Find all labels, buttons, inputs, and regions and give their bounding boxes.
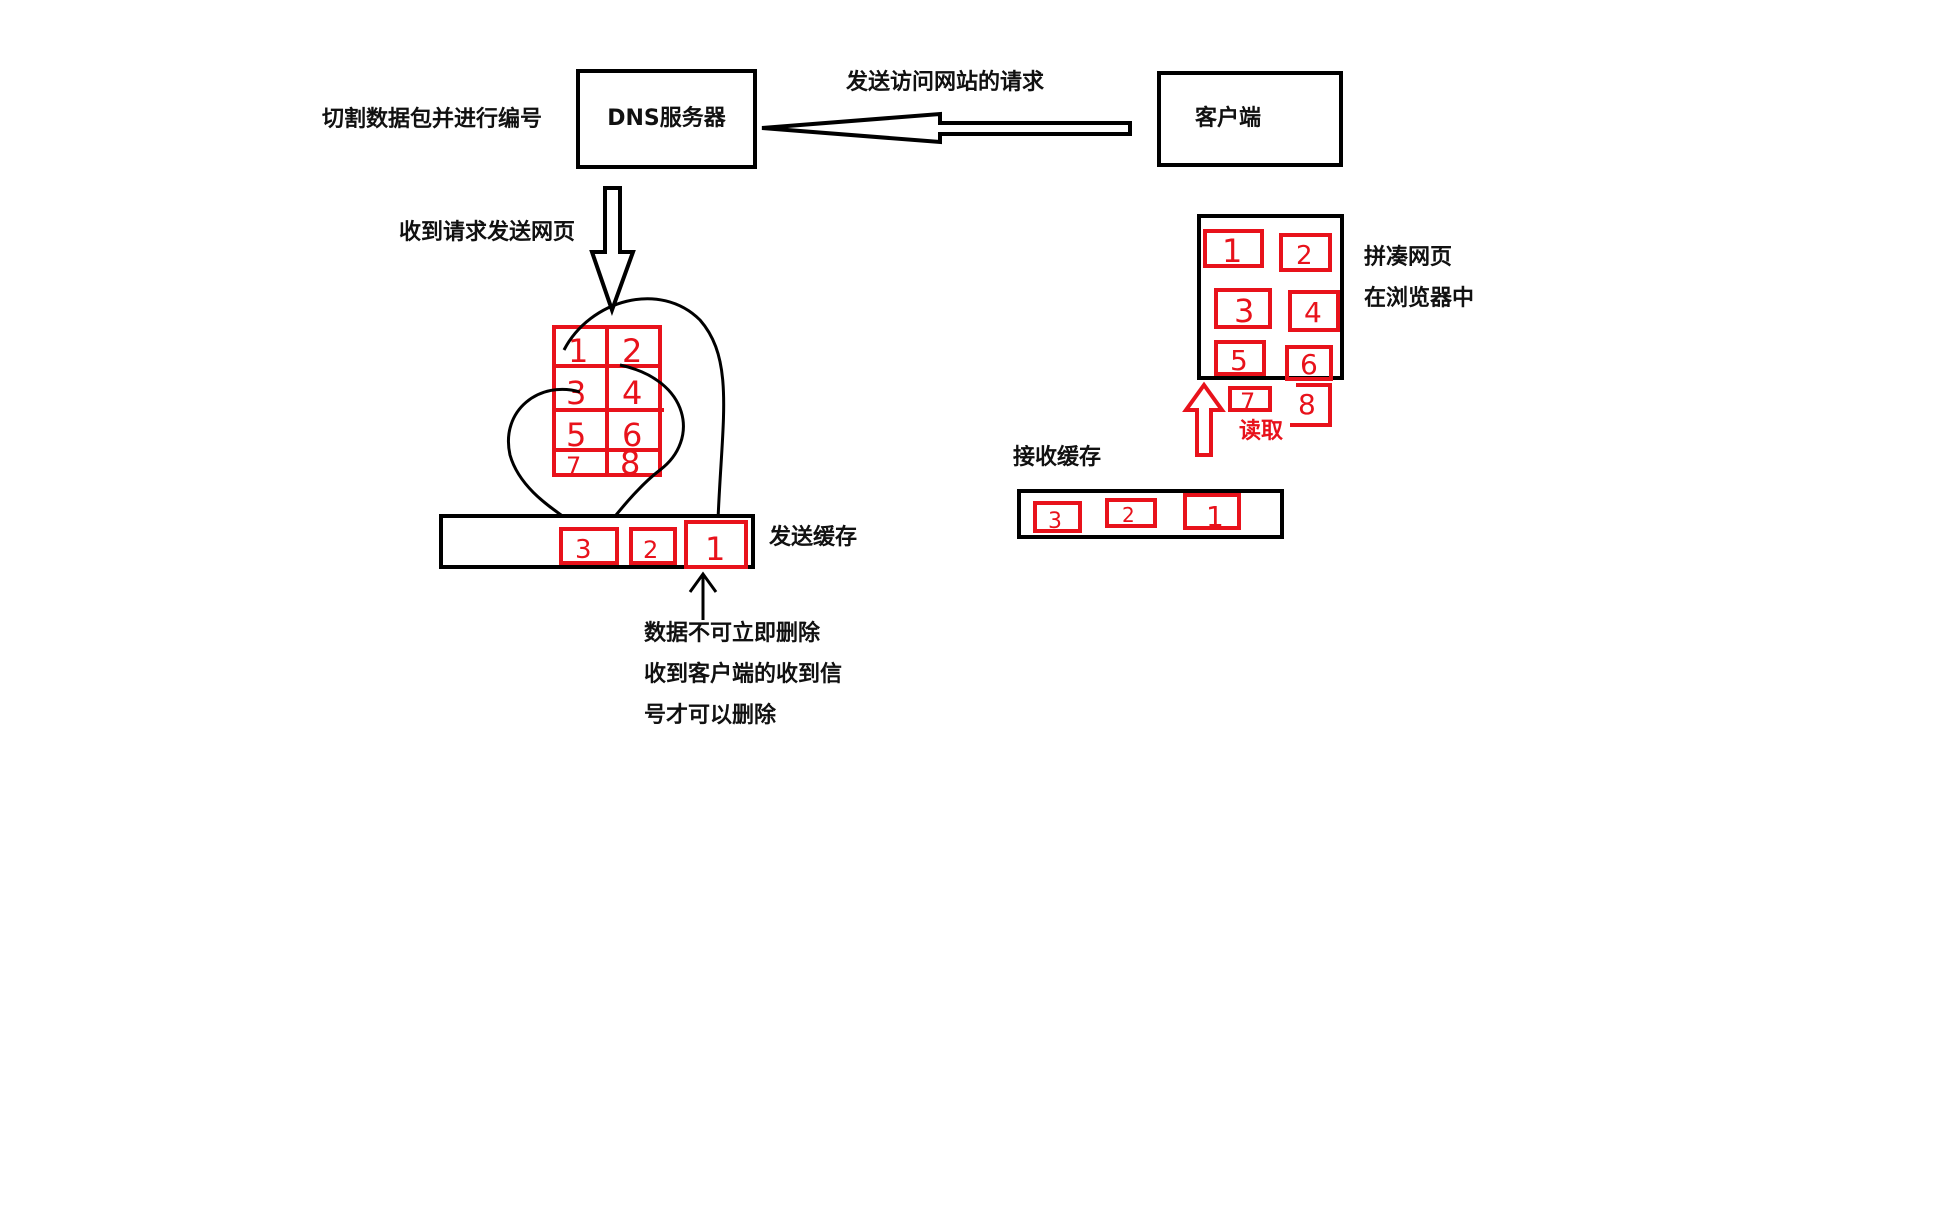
server-grid-cell-4: 4 xyxy=(622,374,642,412)
client-box: 客户端 xyxy=(1157,71,1343,167)
dns-server-box: DNS服务器 xyxy=(576,69,757,169)
send-buffer-label: 发送缓存 xyxy=(769,525,858,550)
request-arrow xyxy=(761,111,1132,145)
server-grid-cell-1: 1 xyxy=(568,332,588,370)
receive-buffer-packet-2: 2 xyxy=(1122,503,1135,527)
client-grid-cell-5: 5 xyxy=(1230,344,1248,377)
split-packets-label: 切割数据包并进行编号 xyxy=(322,107,543,132)
down-arrow xyxy=(589,186,636,317)
receive-buffer-packet-3: 3 xyxy=(1048,509,1062,534)
dns-server-label: DNS服务器 xyxy=(607,106,726,131)
client-label: 客户端 xyxy=(1195,106,1262,131)
packet-flow-curves xyxy=(507,297,726,527)
send-buffer-pointer xyxy=(688,571,718,620)
receive-buffer-packet-1: 1 xyxy=(1206,500,1224,533)
client-grid xyxy=(1197,214,1344,427)
server-grid-cell-3: 3 xyxy=(566,374,586,412)
send-buffer-packet-1: 1 xyxy=(705,530,725,568)
server-grid-cell-7: 7 xyxy=(566,452,581,480)
send-buffer-bar xyxy=(439,514,755,569)
client-grid-cell-4: 4 xyxy=(1304,296,1322,329)
assemble-note-line1: 拼凑网页 xyxy=(1364,245,1453,270)
receive-and-send-label: 收到请求发送网页 xyxy=(399,220,576,245)
read-arrow xyxy=(1182,381,1226,457)
no-delete-note-line2: 收到客户端的收到信 xyxy=(644,662,843,687)
server-grid xyxy=(552,325,664,477)
client-grid-cell-1: 1 xyxy=(1222,232,1242,270)
receive-buffer-bar xyxy=(1017,489,1284,539)
server-grid-cell-5: 5 xyxy=(566,416,586,454)
no-delete-note-line3: 号才可以删除 xyxy=(644,703,777,728)
client-grid-cell-3: 3 xyxy=(1234,292,1254,330)
client-grid-cell-2: 2 xyxy=(1296,241,1313,271)
client-grid-cell-6: 6 xyxy=(1300,348,1318,381)
send-buffer-packet-3: 3 xyxy=(575,535,592,565)
send-buffer-packet-2: 2 xyxy=(643,536,658,564)
client-grid-cell-7: 7 xyxy=(1240,388,1255,416)
server-grid-cell-6: 6 xyxy=(622,416,642,454)
client-grid-cell-8: 8 xyxy=(1298,388,1316,421)
send-request-label: 发送访问网站的请求 xyxy=(846,70,1045,95)
server-grid-cell-2: 2 xyxy=(622,332,642,370)
assemble-note-line2: 在浏览器中 xyxy=(1364,286,1475,311)
read-label: 读取 xyxy=(1239,419,1284,444)
server-grid-cell-8: 8 xyxy=(620,444,640,482)
receive-buffer-label: 接收缓存 xyxy=(1013,445,1102,470)
no-delete-note-line1: 数据不可立即删除 xyxy=(644,621,821,646)
